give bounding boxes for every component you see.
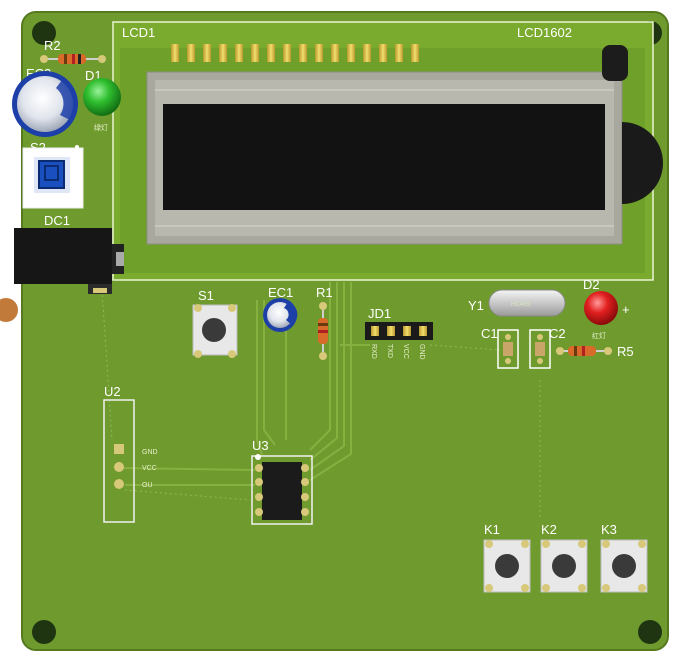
dc-jack-dc1 (14, 228, 124, 294)
buzzer-body (622, 122, 663, 204)
u2-pin-vcc: VCC (142, 465, 157, 472)
resistor-r5 (556, 346, 612, 356)
ec1-label: EC1 (268, 285, 293, 300)
crystal-y1 (488, 289, 566, 317)
capacitor-c2 (529, 329, 551, 369)
copper-traces (121, 282, 370, 486)
u3-label: U3 (252, 438, 269, 453)
sensor-u2 (103, 399, 135, 523)
capacitor-ec2 (12, 71, 78, 137)
lcd1602-module: LCD1 LCD1602 (112, 21, 654, 281)
d1-sub-label: 绿灯 (94, 123, 108, 132)
y1-label: Y1 (468, 298, 484, 313)
led-d2-red (584, 291, 618, 325)
u2-label: U2 (104, 384, 121, 399)
led-d1-green (83, 78, 121, 116)
d2-label: D2 (583, 277, 600, 292)
c1-label: C1 (481, 326, 498, 341)
transistor-q1 (602, 45, 628, 81)
edge-notch (0, 298, 18, 322)
capacitor-ec1 (263, 298, 298, 332)
u2-pin-ou: OU (142, 482, 153, 489)
d2-sub-label: 红灯 (592, 331, 606, 340)
u2-pin-gnd: GND (142, 449, 158, 456)
d2-plus-label: + (622, 302, 630, 317)
resistor-r1 (318, 302, 328, 360)
resistor-r2 (40, 54, 106, 64)
lcd-header-pins (171, 44, 419, 62)
jd1-pin-gnd: GND (418, 344, 425, 360)
k3-label: K3 (601, 522, 617, 537)
switch-s2 (22, 145, 84, 209)
y1-marking: HC49S (511, 302, 530, 308)
faint-ratsnest (101, 289, 541, 520)
dc1-label: DC1 (44, 213, 70, 228)
header-jd1 (365, 322, 433, 340)
capacitor-c1 (497, 329, 519, 369)
mounting-hole-bottom-left (32, 620, 56, 644)
button-k2 (540, 539, 588, 593)
c2-label: C2 (549, 326, 566, 341)
jd1-pin-vcc: VCC (402, 344, 409, 359)
lcd-model-label: LCD1602 (517, 25, 572, 40)
mounting-hole-bottom-right (638, 620, 662, 644)
lcd-screen (163, 104, 605, 210)
jd1-pin-txd: TXD (386, 344, 393, 358)
button-k1 (483, 539, 531, 593)
button-s1 (192, 304, 238, 358)
jd1-label: JD1 (368, 306, 391, 321)
mounting-hole-top-left (32, 21, 56, 45)
r2-label: R2 (44, 38, 61, 53)
lcd-ref-label: LCD1 (122, 25, 155, 40)
button-k3 (600, 539, 648, 593)
r1-label: R1 (316, 285, 333, 300)
ic-u3 (251, 454, 313, 525)
k1-label: K1 (484, 522, 500, 537)
k2-label: K2 (541, 522, 557, 537)
s1-label: S1 (198, 288, 214, 303)
jd1-pin-rxd: RXD (370, 344, 377, 359)
r5-label: R5 (617, 344, 634, 359)
